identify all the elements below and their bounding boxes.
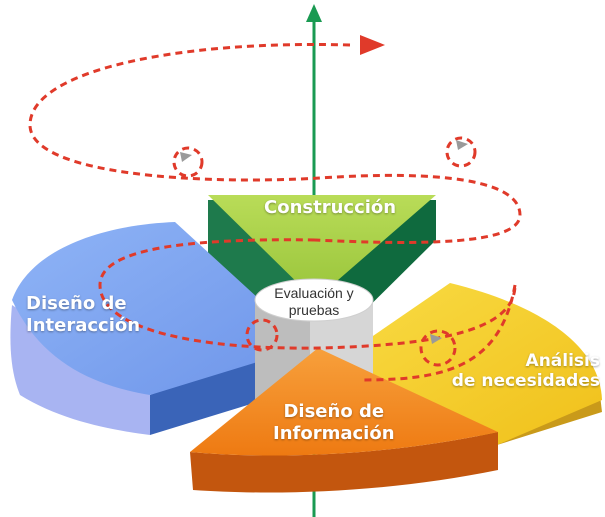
spiral-small-loop-right: [445, 136, 477, 168]
label-construccion: Construcción: [264, 197, 396, 219]
informacion-top: [190, 348, 498, 456]
interaccion-top: [12, 222, 282, 395]
construccion-top: [208, 195, 436, 300]
spiral-top-loop: [28, 43, 522, 244]
small-arrow-right: [456, 140, 468, 150]
construccion-text: Construcción: [264, 197, 397, 218]
informacion-front: [190, 432, 498, 493]
interaccion-line-1: Diseño de: [26, 293, 127, 314]
segment-informacion: [190, 348, 498, 493]
interaccion-line-2: Interacción: [26, 314, 141, 336]
segment-analisis: [335, 283, 602, 445]
small-arrow-left: [180, 152, 192, 162]
spiral-mid-loop: [98, 238, 517, 350]
axis-arrow-head: [306, 4, 322, 22]
interaccion-side: [150, 355, 280, 435]
spiral-small-loop-bottom: [419, 329, 457, 367]
spiral-small-loop-center: [245, 318, 279, 352]
label-informacion: Diseño de Información: [273, 401, 395, 444]
spiral-lower-loop: [359, 284, 517, 382]
analisis-line-2: de necesidades: [451, 371, 600, 392]
small-arrow-bottom: [430, 334, 442, 344]
spiral: [28, 43, 522, 382]
analisis-top: [335, 283, 602, 445]
label-evaluacion: Evaluación y pruebas: [259, 285, 369, 319]
informacion-line-2: Información: [273, 422, 395, 444]
analisis-line-1: Análisis: [525, 351, 600, 371]
label-analisis: Análisis de necesidades: [444, 351, 600, 392]
evaluacion-line-2: pruebas: [288, 301, 340, 318]
spiral-arrow-head: [360, 35, 385, 55]
informacion-line-1: Diseño de: [283, 401, 385, 422]
label-interaccion: Diseño de Interacción: [26, 293, 140, 336]
evaluacion-line-1: Evaluación y: [274, 285, 354, 301]
spiral-small-loop-left: [172, 146, 204, 178]
cylinder-top: [254, 278, 374, 322]
segment-interaccion: [10, 222, 282, 435]
